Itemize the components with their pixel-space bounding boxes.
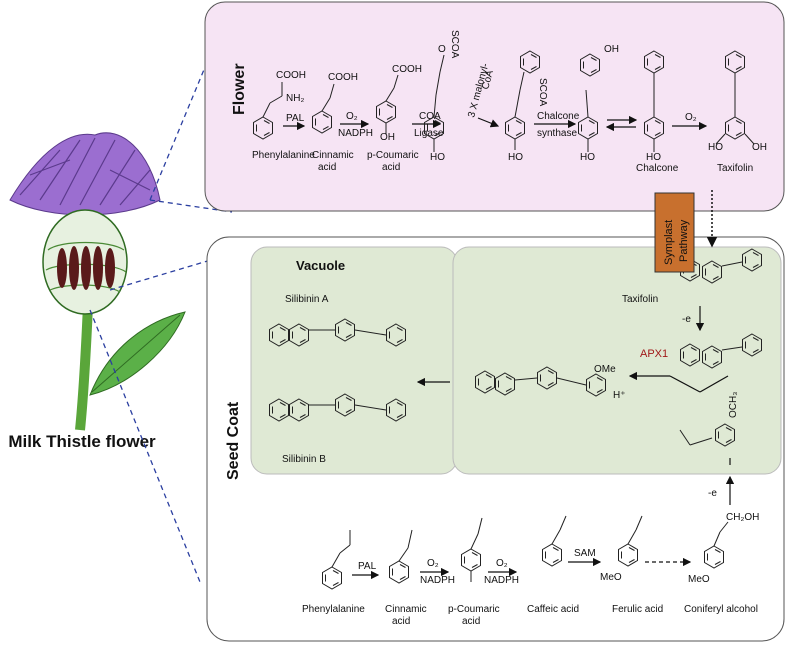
svg-text:acid: acid <box>318 162 336 173</box>
silibinin-a-structure <box>269 318 406 347</box>
milk-thistle-illustration <box>9 132 186 431</box>
flower-cinnamic-label: Cinnamic <box>312 150 354 161</box>
seed-taxifolin-structure <box>680 248 762 284</box>
svg-text:Chalcone: Chalcone <box>537 111 580 122</box>
silibinin-a-label: Silibinin A <box>285 294 329 305</box>
svg-text:-e: -e <box>708 488 717 499</box>
symplast-pathway-box <box>654 192 695 273</box>
svg-text:MeO: MeO <box>688 574 710 585</box>
svg-text:OMe: OMe <box>594 364 616 375</box>
svg-text:H⁺: H⁺ <box>613 390 626 401</box>
seed-taxifolin-label: Taxifolin <box>622 294 658 305</box>
svg-text:O: O <box>438 44 446 55</box>
svg-text:OH: OH <box>380 132 395 143</box>
leaf <box>89 311 186 396</box>
bottom-coumaric-label: p-Coumaric <box>448 604 500 615</box>
radical-adduct-structure <box>475 366 606 397</box>
bottom-ferulic-structure <box>618 515 643 567</box>
bottom-ferulic-label: Ferulic acid <box>612 604 663 615</box>
flower-phenylalanine-label: Phenylalanine <box>252 150 315 161</box>
flower-taxifolin-label: Taxifolin <box>717 163 753 174</box>
bottom-cinnamic-label: Cinnamic <box>385 604 427 615</box>
svg-text:HO: HO <box>508 152 523 163</box>
svg-text:PAL: PAL <box>358 561 377 572</box>
svg-text:NADPH: NADPH <box>420 575 455 586</box>
svg-text:OH: OH <box>604 44 619 55</box>
flower-polyketide-structure <box>505 50 540 150</box>
svg-text:O₂: O₂ <box>427 558 439 569</box>
svg-text:SAM: SAM <box>574 548 596 559</box>
svg-text:SCOA: SCOA <box>449 30 460 59</box>
svg-text:O₂: O₂ <box>346 111 358 122</box>
vacuole-panel <box>250 246 458 475</box>
bottom-phenylalanine-label: Phenylalanine <box>302 604 365 615</box>
svg-text:-e: -e <box>682 314 691 325</box>
svg-text:O₂: O₂ <box>496 558 508 569</box>
flower-panel <box>204 1 785 212</box>
svg-text:OCH₃: OCH₃ <box>728 392 739 418</box>
svg-text:Pathway: Pathway <box>678 219 690 262</box>
svg-text:COOH: COOH <box>328 72 358 83</box>
svg-text:Ligase: Ligase <box>414 128 444 139</box>
svg-text:acid: acid <box>382 162 400 173</box>
svg-text:CoA: CoA <box>480 69 496 91</box>
svg-text:COOH: COOH <box>392 64 422 75</box>
svg-text:synthase: synthase <box>537 128 577 139</box>
flower-coumaric-structure <box>376 74 399 134</box>
taxifolin-radical-structure <box>680 333 762 369</box>
seeds <box>57 246 115 290</box>
bottom-phenylalanine-structure <box>322 530 351 590</box>
svg-text:CH₂OH: CH₂OH <box>726 512 759 523</box>
svg-text:HO: HO <box>708 142 723 153</box>
silibinin-b-label: Silibinin B <box>282 454 326 465</box>
flower-cinnamic-structure <box>312 83 335 134</box>
flower-coumaric-label: p-Coumaric <box>367 150 419 161</box>
bottom-caffeic-structure <box>542 515 567 567</box>
svg-text:MeO: MeO <box>600 572 622 583</box>
svg-text:acid: acid <box>392 616 410 627</box>
flower-naringenin-chalcone-structure <box>578 53 600 152</box>
flower-naringenin-structure <box>644 50 664 152</box>
svg-text:NADPH: NADPH <box>338 128 373 139</box>
flower-phenylalanine-structure <box>253 82 283 140</box>
vacuole-title: Vacuole <box>296 258 345 273</box>
seed-coat-title: Seed Coat <box>225 401 242 480</box>
flower-taxifolin-structure <box>715 50 755 145</box>
svg-text:COOH: COOH <box>276 70 306 81</box>
bottom-coniferyl-label: Coniferyl alcohol <box>684 604 758 615</box>
reaction-panel <box>452 246 782 475</box>
bottom-coniferyl-structure <box>704 521 729 569</box>
svg-text:NH₂: NH₂ <box>286 93 304 104</box>
svg-text:HO: HO <box>580 152 595 163</box>
flower-title: Flower <box>231 63 248 115</box>
svg-text:HO: HO <box>646 152 661 163</box>
svg-text:OH: OH <box>752 142 767 153</box>
stem <box>75 304 93 431</box>
bottom-cinnamic-structure <box>389 529 413 584</box>
coniferyl-radical-structure <box>679 423 735 447</box>
bottom-coumaric-structure <box>461 517 483 582</box>
svg-text:NADPH: NADPH <box>484 575 519 586</box>
plant-label: Milk Thistle flower <box>8 432 156 451</box>
svg-text:acid: acid <box>462 616 480 627</box>
svg-text:PAL: PAL <box>286 113 305 124</box>
svg-text:Symplast: Symplast <box>663 220 675 265</box>
silibinin-b-structure <box>269 393 406 422</box>
apx1-label: APX1 <box>640 348 668 360</box>
svg-text:COA: COA <box>419 111 441 122</box>
purple-petals <box>9 132 161 216</box>
flower-chalcone-label: Chalcone <box>636 163 679 174</box>
svg-text:O₂: O₂ <box>685 112 697 123</box>
svg-text:SCOA: SCOA <box>537 78 548 107</box>
svg-text:HO: HO <box>430 152 445 163</box>
bottom-caffeic-label: Caffeic acid <box>527 604 579 615</box>
flower-coumaroyl-coa-structure <box>424 54 445 152</box>
